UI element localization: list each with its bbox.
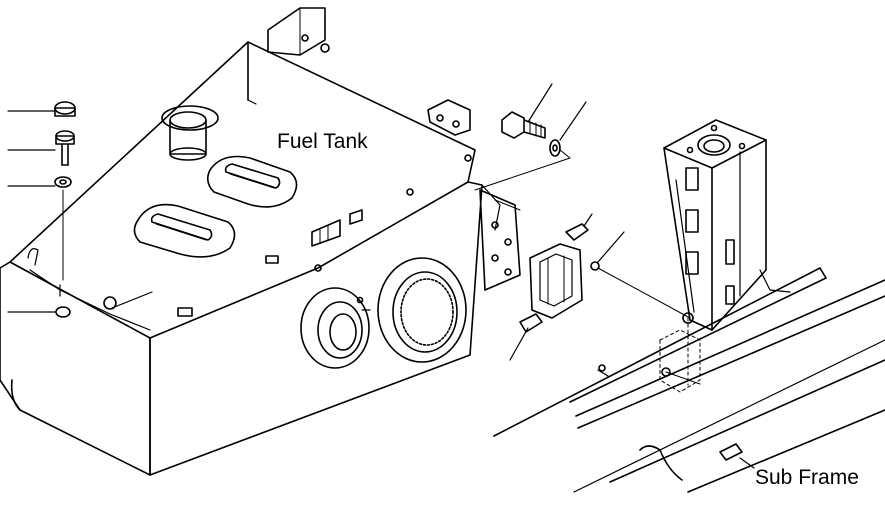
tank-front-face <box>0 261 151 476</box>
inspection-cover-rear <box>206 155 298 208</box>
tank-top-bracket-right <box>427 99 471 136</box>
center-hardware <box>474 83 587 211</box>
tank-front-flange <box>29 269 151 331</box>
fuel-gauge-block <box>311 209 363 247</box>
tank-lower-curve <box>10 379 21 411</box>
tank-right-face <box>149 181 483 476</box>
fuel-tank-label: Fuel Tank <box>277 130 368 153</box>
washer-center <box>549 139 561 157</box>
tube-clip <box>719 443 743 461</box>
mounting-post <box>663 119 791 331</box>
side-port-right <box>377 257 467 363</box>
tank-top-bracket-rear <box>267 7 330 56</box>
sub-frame <box>493 267 885 493</box>
sub-frame-tube-bottom <box>687 409 885 493</box>
washer-lower <box>55 306 71 318</box>
sub-frame-rail-top <box>493 267 827 437</box>
tank-side-bracket <box>479 184 521 291</box>
rubber-mount <box>509 213 691 361</box>
filler-neck-base <box>161 105 219 131</box>
hex-bolt <box>501 111 546 139</box>
left-hardware-stack <box>7 101 153 318</box>
sub-frame-label: Sub Frame <box>755 466 859 489</box>
inspection-cover-front <box>133 203 236 258</box>
sub-frame-rail-middle <box>575 279 885 417</box>
side-port-left <box>300 287 371 369</box>
fuel-tank <box>0 7 521 476</box>
washer-left <box>54 176 72 188</box>
sub-frame-tube-top <box>609 359 885 483</box>
